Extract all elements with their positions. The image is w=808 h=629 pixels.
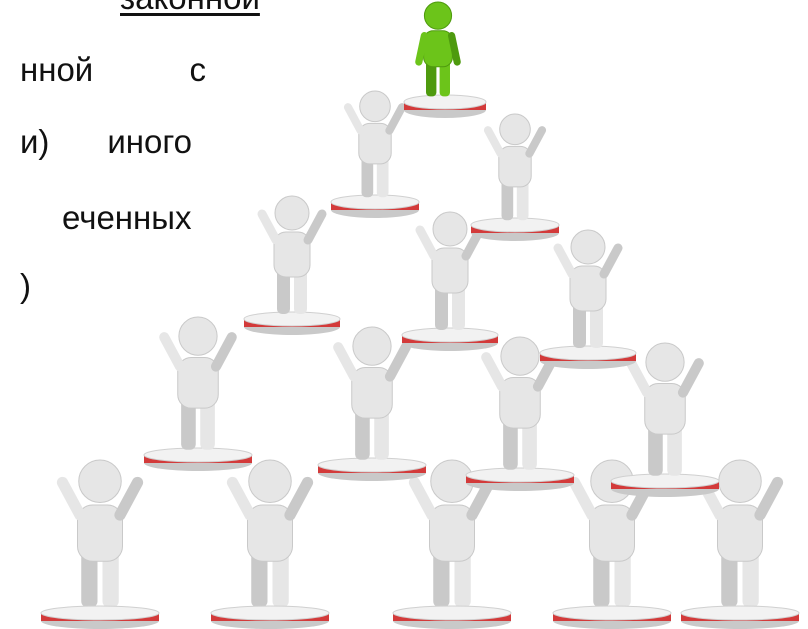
pyramid-figure	[483, 113, 547, 221]
pyramid-platform	[330, 194, 420, 218]
pyramid-platform	[40, 605, 160, 629]
pyramid-figure	[257, 195, 327, 314]
pyramid-figure	[333, 326, 411, 460]
pyramid-platform	[210, 605, 330, 629]
pyramid-platform	[392, 605, 512, 629]
text-line-1: законной	[120, 0, 260, 18]
text-line-2-left: нной	[20, 51, 94, 88]
slide-text: законной нной с и) иного еченных )	[0, 0, 260, 320]
text-line-3-left: и)	[20, 123, 50, 160]
text-line-5: )	[20, 267, 31, 304]
pyramid-figure	[553, 229, 623, 348]
pyramid-figure	[56, 459, 144, 608]
pyramid-platform	[539, 345, 637, 369]
pyramid-figure	[626, 342, 704, 476]
pyramid-platform	[680, 605, 800, 629]
text-line-2-right: с	[189, 51, 207, 88]
pyramid-platform	[465, 467, 575, 491]
leader-figure	[415, 1, 461, 97]
pyramid-platform	[470, 217, 560, 241]
text-line-2: нной с	[20, 50, 206, 90]
text-line-3: и) иного	[20, 122, 192, 162]
pyramid-platform	[403, 94, 487, 118]
text-line-4: еченных	[62, 199, 192, 236]
pyramid-figure	[481, 336, 559, 470]
pyramid-platform	[243, 311, 341, 335]
pyramid-platform	[317, 457, 427, 481]
text-line-3-right: иного	[107, 123, 192, 160]
pyramid-figure	[226, 459, 314, 608]
pyramid-platform	[143, 447, 253, 471]
pyramid-platform	[552, 605, 672, 629]
pyramid-figure	[415, 211, 485, 330]
pyramid-figure	[159, 316, 237, 450]
pyramid-figure	[343, 90, 407, 198]
pyramid-platform	[401, 327, 499, 351]
pyramid-platform	[610, 473, 720, 497]
